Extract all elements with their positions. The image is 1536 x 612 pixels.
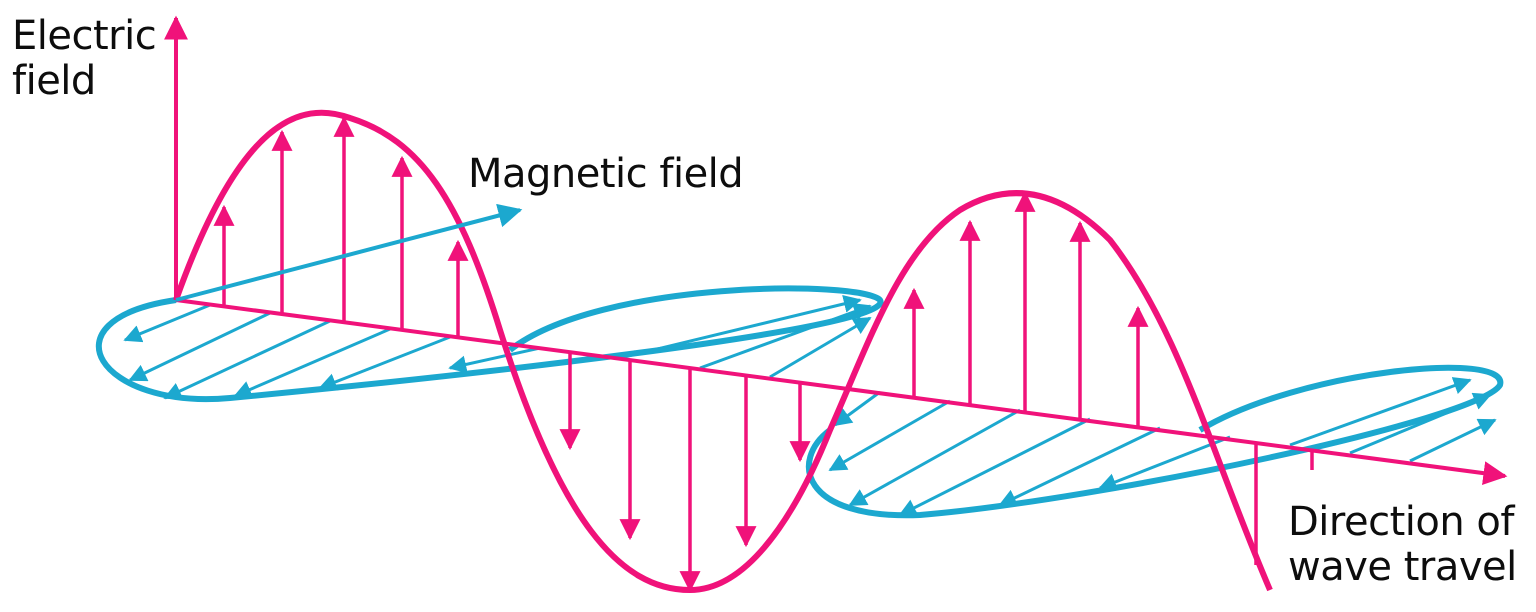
magnetic-vector (769, 316, 872, 379)
magnetic-vector (1289, 377, 1472, 447)
direction-label: Direction of wave travel (1288, 499, 1517, 590)
magnetic-vector (318, 335, 451, 391)
magnetic-vector (619, 295, 862, 360)
magnetic-vector (833, 390, 881, 427)
magnetic-vector (1409, 418, 1497, 463)
magnetic-vector (699, 303, 872, 370)
magnetic-vector (1349, 392, 1492, 455)
magnetic-vector (123, 303, 211, 343)
electric-field-wave (173, 109, 1273, 594)
magnetic-field-label: Magnetic field (468, 151, 744, 197)
magnetic-vector (233, 327, 391, 398)
magnetic-vector (163, 319, 331, 400)
magnetic-vector (898, 417, 1091, 517)
magnetic-axis (175, 203, 523, 302)
magnetic-vector (128, 311, 271, 382)
magnetic-lobe-2 (805, 364, 1504, 519)
direction-axis (175, 298, 1508, 486)
electric-field-label: Electric field (12, 13, 157, 104)
magnetic-vector (1098, 435, 1231, 491)
magnetic-vector (448, 346, 541, 374)
magnetic-vector (998, 426, 1161, 507)
electric-field-vectors (213, 115, 1314, 593)
magnetic-hatch-lines (123, 295, 1497, 517)
magnetic-vector (828, 399, 951, 472)
magnetic-vector (848, 408, 1021, 507)
